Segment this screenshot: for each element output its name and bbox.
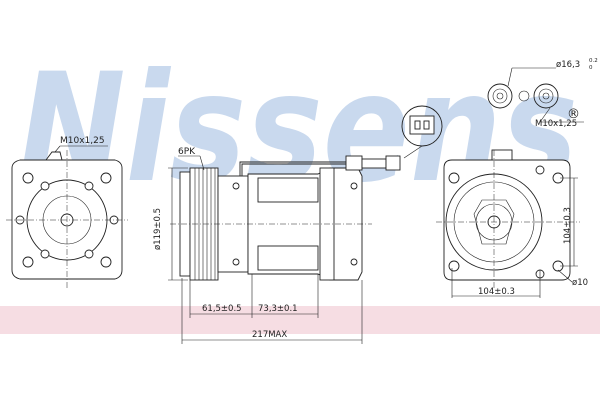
watermark-band [0,306,600,334]
watermark-registered-mark: ® [567,107,580,122]
port-tolerance-lower: 0 [589,65,593,71]
connector-detail [401,105,443,159]
dimension-b-label: 73,3±0.1 [258,304,298,314]
overall-length-label: 217MAX [252,330,287,340]
thread-label-left: M10x1,25 [60,136,105,146]
rear-view [6,145,128,288]
pcd-vertical-label: 104±0.3 [563,207,573,244]
port-diameter-label: ø16,3 [556,60,580,70]
port-tolerance-upper: 0.2 [589,58,598,64]
pulley-diameter-label: ø119±0.5 [153,208,163,250]
port-detail [487,67,584,123]
dimension-a-label: 61,5±0.5 [202,304,242,314]
front-view [436,149,580,298]
belt-label: 6PK [178,147,196,157]
side-view [168,155,401,344]
hole-diameter-label: ø10 [572,278,588,288]
pcd-horizontal-label: 104±0.3 [478,287,515,297]
thread-label-right: M10x1,25 [535,119,577,129]
